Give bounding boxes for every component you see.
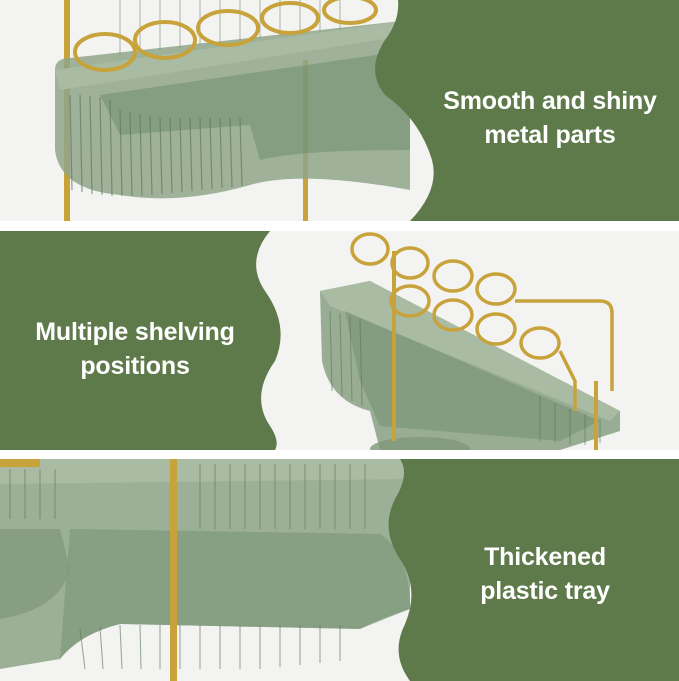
caption-line: Multiple shelving xyxy=(35,318,235,346)
plastic-tray-photo xyxy=(0,459,679,681)
metal-parts-photo xyxy=(0,0,679,221)
feature-panel-metal-parts: Smooth and shiny metal parts xyxy=(0,0,679,221)
caption-shelving-positions: Multiple shelving positions xyxy=(20,315,250,383)
shelving-photo xyxy=(0,231,679,450)
feature-panel-plastic-tray: Thickened plastic tray xyxy=(0,459,679,681)
caption-line: plastic tray xyxy=(480,577,610,605)
caption-line: Smooth and shiny xyxy=(443,87,657,115)
caption-metal-parts: Smooth and shiny metal parts xyxy=(430,84,670,152)
caption-line: metal parts xyxy=(484,121,616,149)
caption-plastic-tray: Thickened plastic tray xyxy=(420,540,670,608)
caption-line: Thickened xyxy=(484,543,606,571)
caption-line: positions xyxy=(80,352,190,380)
feature-panel-shelving-positions: Multiple shelving positions xyxy=(0,231,679,450)
